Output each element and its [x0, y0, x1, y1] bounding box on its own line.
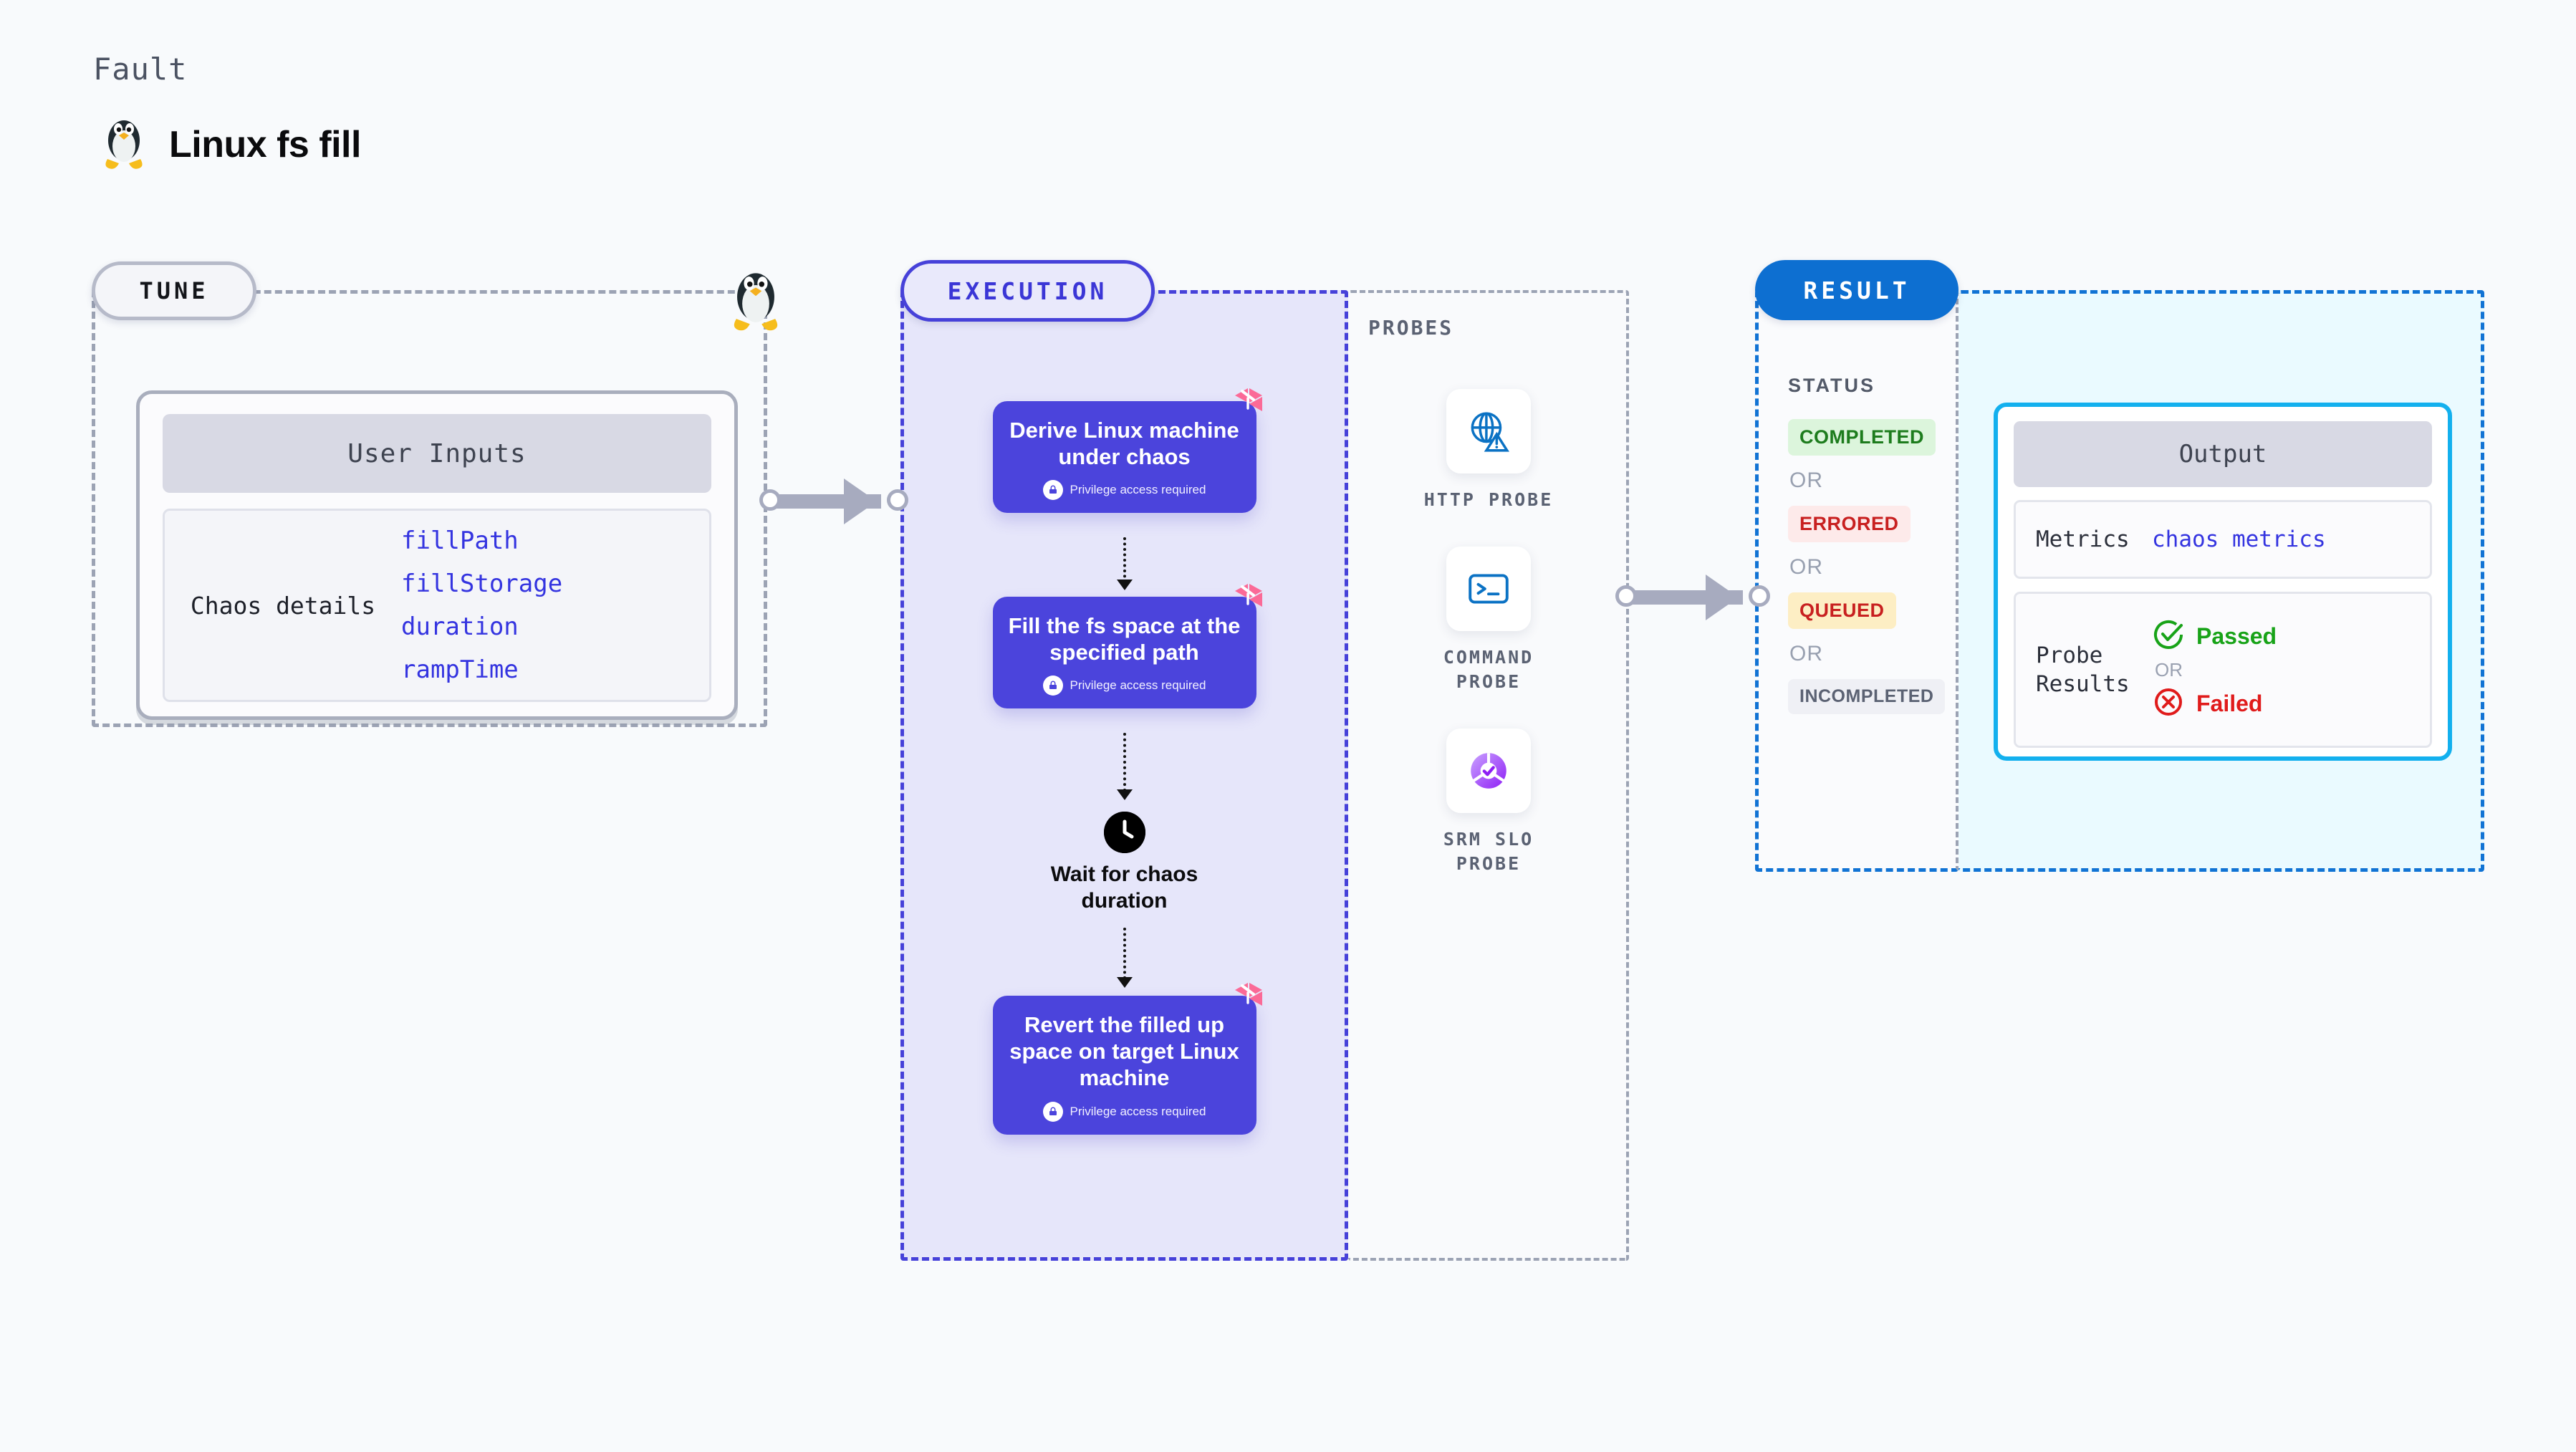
step-title: Revert the filled up space on target Lin…	[1009, 1012, 1239, 1091]
litmus-badge-icon	[1232, 385, 1265, 418]
result-pill[interactable]: RESULT	[1755, 260, 1959, 320]
or-label: OR	[2155, 658, 2183, 681]
or-label: OR	[1789, 468, 1823, 492]
status-badge-completed: COMPLETED	[1788, 419, 1936, 456]
wait-node-label: Wait for chaos duration	[1050, 862, 1198, 913]
lock-icon	[1042, 1101, 1063, 1122]
wait-node: Wait for chaos duration	[1032, 812, 1218, 914]
probes-title: PROBES	[1368, 316, 1454, 340]
step-privilege: Privilege access required	[1006, 1101, 1244, 1122]
execution-pill[interactable]: EXECUTION	[900, 260, 1155, 322]
step-privilege-text: Privilege access required	[1070, 483, 1206, 497]
flow-arrowhead-3	[1116, 977, 1133, 988]
flow-arrowhead-2	[1116, 789, 1133, 800]
output-metrics-label: Metrics	[2036, 526, 2130, 552]
litmus-badge-icon	[1232, 581, 1265, 614]
param-fillPath[interactable]: fillPath	[401, 527, 519, 555]
probe-command-label: COMMAND PROBE	[1443, 647, 1534, 692]
step-title: Derive Linux machine under chaos	[1009, 418, 1239, 470]
linux-penguin-icon	[725, 266, 787, 332]
user-inputs-card: User Inputs Chaos details fillPath fillS…	[136, 390, 738, 720]
probe-command[interactable]: COMMAND PROBE	[1406, 547, 1571, 694]
status-badge-errored: ERRORED	[1788, 506, 1911, 542]
flow-connector-1	[1123, 537, 1126, 583]
page-title-text: Linux fs fill	[169, 123, 361, 165]
param-rampTime[interactable]: rampTime	[401, 655, 519, 684]
clock-icon	[1103, 812, 1145, 853]
execution-flow: Derive Linux machine under chaos Privile…	[900, 290, 1348, 1261]
litmus-badge-icon	[1232, 980, 1265, 1013]
status-list: COMPLETED OR ERRORED OR QUEUED OR INCOMP…	[1788, 419, 1946, 714]
probe-srm-slo[interactable]: SRM SLO PROBE	[1406, 729, 1571, 876]
chaos-details-row: Chaos details fillPath fillStorage durat…	[163, 509, 711, 702]
probes-section: PROBES HTTP PROBE	[1348, 290, 1629, 1261]
param-duration[interactable]: duration	[401, 612, 519, 641]
tune-section: TUNE User Inputs Chaos details fillPath …	[92, 261, 767, 727]
chaos-details-label: Chaos details	[190, 591, 376, 620]
execution-section: EXECUTION Derive Linux machine under cha…	[900, 260, 1348, 1261]
probe-http[interactable]: HTTP PROBE	[1406, 389, 1571, 512]
connector-probes-to-result	[1615, 574, 1773, 620]
param-fillStorage[interactable]: fillStorage	[401, 569, 563, 598]
step-derive-machine[interactable]: Derive Linux machine under chaos Privile…	[992, 388, 1262, 514]
user-inputs-header: User Inputs	[163, 414, 711, 493]
step-privilege-text: Privilege access required	[1070, 1104, 1206, 1118]
fault-kicker: Fault	[93, 52, 188, 87]
probe-result-failed: Failed	[2152, 686, 2277, 722]
result-dashed-frame	[1755, 290, 1959, 872]
probe-failed-label: Failed	[2196, 690, 2263, 716]
flow-arrowhead-1	[1116, 580, 1133, 590]
page-title: Linux fs fill	[100, 115, 361, 174]
tune-pill[interactable]: TUNE	[92, 261, 256, 320]
terminal-icon	[1446, 547, 1531, 631]
slo-donut-check-icon	[1446, 729, 1531, 813]
globe-warning-icon	[1446, 389, 1531, 473]
status-badge-queued: QUEUED	[1788, 592, 1896, 629]
step-revert-space[interactable]: Revert the filled up space on target Lin…	[992, 983, 1262, 1135]
step-privilege: Privilege access required	[1006, 480, 1244, 501]
or-label: OR	[1789, 555, 1823, 579]
step-privilege-text: Privilege access required	[1070, 678, 1206, 693]
output-metrics-row: Metrics chaos metrics	[2014, 500, 2432, 579]
lock-icon	[1042, 675, 1063, 696]
probe-results-stack: Passed OR Failed	[2152, 618, 2277, 722]
lock-icon	[1042, 480, 1063, 501]
step-title: Fill the fs space at the specified path	[1008, 613, 1241, 665]
or-label: OR	[1789, 642, 1823, 665]
step-fill-fs-space[interactable]: Fill the fs space at the specified path …	[992, 584, 1262, 709]
check-circle-icon	[2152, 618, 2185, 655]
output-header: Output	[2014, 421, 2432, 487]
connector-tune-to-execution	[759, 479, 910, 524]
result-section: RESULT STATUS COMPLETED OR ERRORED OR QU…	[1755, 260, 1959, 872]
flow-connector-2	[1123, 733, 1126, 792]
step-privilege: Privilege access required	[1006, 675, 1244, 696]
status-title: STATUS	[1788, 375, 1875, 396]
x-circle-icon	[2152, 686, 2185, 722]
output-metrics-value[interactable]: chaos metrics	[2152, 527, 2326, 552]
probe-http-label: HTTP PROBE	[1423, 489, 1554, 510]
chaos-param-list: fillPath fillStorage duration rampTime	[401, 527, 562, 684]
status-badge-incompleted: INCOMPLETED	[1788, 679, 1946, 714]
linux-penguin-icon	[100, 115, 148, 174]
probe-result-passed: Passed	[2152, 618, 2277, 655]
probe-srm-slo-label: SRM SLO PROBE	[1443, 829, 1534, 874]
probe-passed-label: Passed	[2196, 622, 2277, 649]
flow-connector-3	[1123, 928, 1126, 979]
